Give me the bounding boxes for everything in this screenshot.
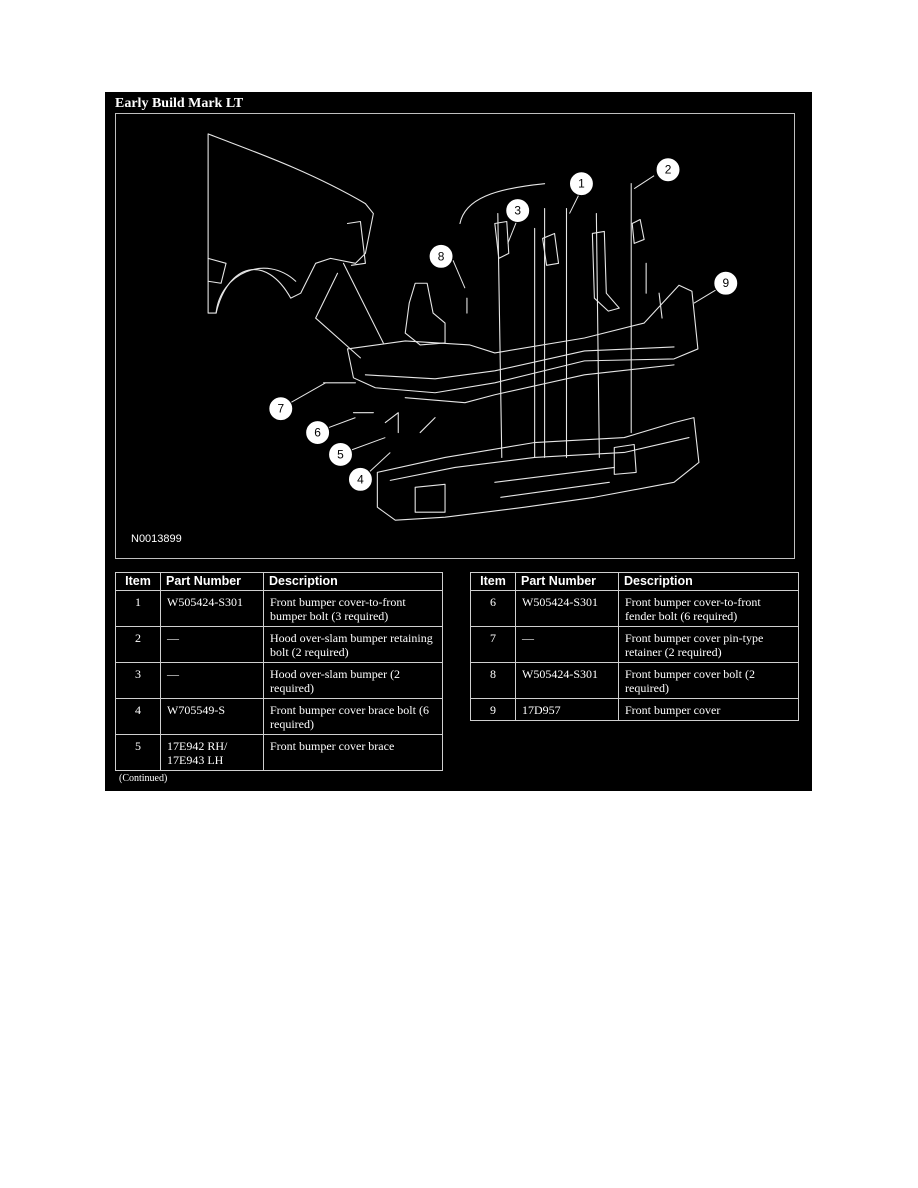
callout-5-circle — [328, 442, 353, 467]
cell-item: 6 — [470, 590, 516, 627]
header-part-number: Part Number — [160, 572, 264, 591]
header-part-number: Part Number — [515, 572, 619, 591]
cell-part-number: — — [160, 662, 264, 699]
callout-9-label: 9 — [722, 276, 729, 290]
header-description: Description — [263, 572, 443, 591]
table-header-row: Item Part Number Description — [115, 572, 443, 591]
table-row: 3 — Hood over-slam bumper (2 required) — [115, 662, 443, 699]
callout-3-circle — [505, 198, 531, 224]
figure-id: N0013899 — [131, 533, 182, 545]
cell-part-number: 17E942 RH/ 17E943 LH — [160, 734, 264, 771]
callout-9-circle — [713, 270, 739, 296]
callout-7-circle — [268, 396, 294, 422]
cell-part-number: — — [515, 626, 619, 663]
cell-description: Front bumper cover — [618, 698, 799, 721]
table-row: 7 — Front bumper cover pin-type retainer… — [470, 626, 799, 663]
table-row: 5 17E942 RH/ 17E943 LH Front bumper cove… — [115, 734, 443, 771]
callout-2-label: 2 — [665, 163, 672, 177]
callout-6-label: 6 — [314, 426, 321, 440]
cell-part-number: W505424-S301 — [160, 590, 264, 627]
table-row: 8 W505424-S301 Front bumper cover bolt (… — [470, 662, 799, 699]
cell-item: 3 — [115, 662, 161, 699]
cell-part-number: — — [160, 626, 264, 663]
cell-description: Front bumper cover bolt (2 required) — [618, 662, 799, 699]
header-item: Item — [115, 572, 161, 591]
table-row: 4 W705549-S Front bumper cover brace bol… — [115, 698, 443, 735]
bumper-exploded-illustration: 1 2 3 4 5 6 7 8 9 — [207, 133, 739, 521]
bumper-drawing — [376, 417, 700, 521]
callout-1-circle — [568, 171, 594, 197]
cell-item: 7 — [470, 626, 516, 663]
callout-6-circle — [305, 420, 331, 446]
diagram-panel: Early Build Mark LT — [105, 92, 812, 791]
header-item: Item — [470, 572, 516, 591]
parts-table-right: Item Part Number Description 6 W505424-S… — [470, 572, 799, 721]
cell-description: Front bumper cover pin-type retainer (2 … — [618, 626, 799, 663]
cell-item: 5 — [115, 734, 161, 771]
parts-table-left: Item Part Number Description 1 W505424-S… — [115, 572, 443, 771]
table-row: 6 W505424-S301 Front bumper cover-to-fro… — [470, 590, 799, 627]
callout-2-circle — [655, 157, 681, 183]
table-header-row: Item Part Number Description — [470, 572, 799, 591]
table-row: 1 W505424-S301 Front bumper cover-to-fro… — [115, 590, 443, 627]
callout-8-circle — [428, 243, 454, 269]
cell-item: 2 — [115, 626, 161, 663]
hood-drawing — [459, 183, 546, 225]
bracket-drawing — [404, 282, 446, 346]
callout-3-label: 3 — [514, 204, 521, 218]
continued-note: (Continued) — [119, 773, 168, 784]
panel-title: Early Build Mark LT — [115, 96, 244, 111]
cell-part-number: W505424-S301 — [515, 590, 619, 627]
callout-1-label: 1 — [578, 177, 585, 191]
cell-part-number: 17D957 — [515, 698, 619, 721]
callout-7-label: 7 — [277, 402, 284, 416]
cell-description: Front bumper cover-to-front bumper bolt … — [263, 590, 443, 627]
bumper-cover-drawing — [346, 284, 699, 394]
cell-description: Front bumper cover-to-front fender bolt … — [618, 590, 799, 627]
callout-4-circle — [347, 466, 373, 492]
cell-part-number: W705549-S — [160, 698, 264, 735]
cell-description: Hood over-slam bumper retaining bolt (2 … — [263, 626, 443, 663]
header-description: Description — [618, 572, 799, 591]
cell-item: 1 — [115, 590, 161, 627]
cell-description: Front bumper cover brace bolt (6 require… — [263, 698, 443, 735]
cell-item: 8 — [470, 662, 516, 699]
cell-item: 4 — [115, 698, 161, 735]
callout-5-label: 5 — [337, 447, 344, 461]
cell-description: Front bumper cover brace — [263, 734, 443, 771]
table-row: 2 — Hood over-slam bumper retaining bolt… — [115, 626, 443, 663]
cell-part-number: W505424-S301 — [515, 662, 619, 699]
cell-item: 9 — [470, 698, 516, 721]
callout-4-label: 4 — [357, 472, 364, 486]
cell-description: Hood over-slam bumper (2 required) — [263, 662, 443, 699]
table-row: 9 17D957 Front bumper cover — [470, 698, 799, 721]
exploded-view-figure: 1 2 3 4 5 6 7 8 9 N0013899 — [115, 113, 795, 559]
callout-8-label: 8 — [438, 249, 445, 263]
